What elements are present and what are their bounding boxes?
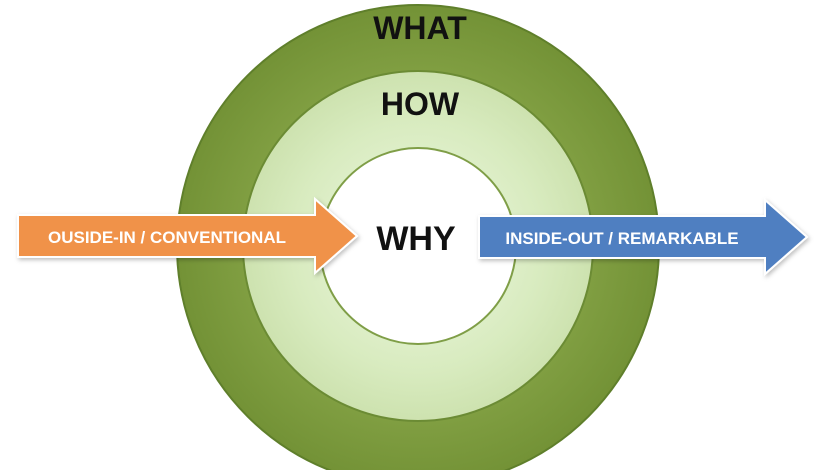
rings-group: [176, 4, 660, 470]
how-label: HOW: [381, 86, 460, 122]
left-arrow-label: OUSIDE-IN / CONVENTIONAL: [48, 228, 286, 247]
right-arrow-label: INSIDE-OUT / REMARKABLE: [505, 229, 738, 248]
right-arrow-group: INSIDE-OUT / REMARKABLE: [478, 197, 809, 277]
what-label: WHAT: [373, 10, 467, 46]
ring-labels: WHAT HOW WHY: [373, 10, 467, 258]
why-label: WHY: [376, 220, 456, 258]
right-arrow-shape: [478, 197, 809, 277]
left-arrow-shape: [17, 196, 359, 276]
left-arrow-group: OUSIDE-IN / CONVENTIONAL: [17, 196, 359, 276]
